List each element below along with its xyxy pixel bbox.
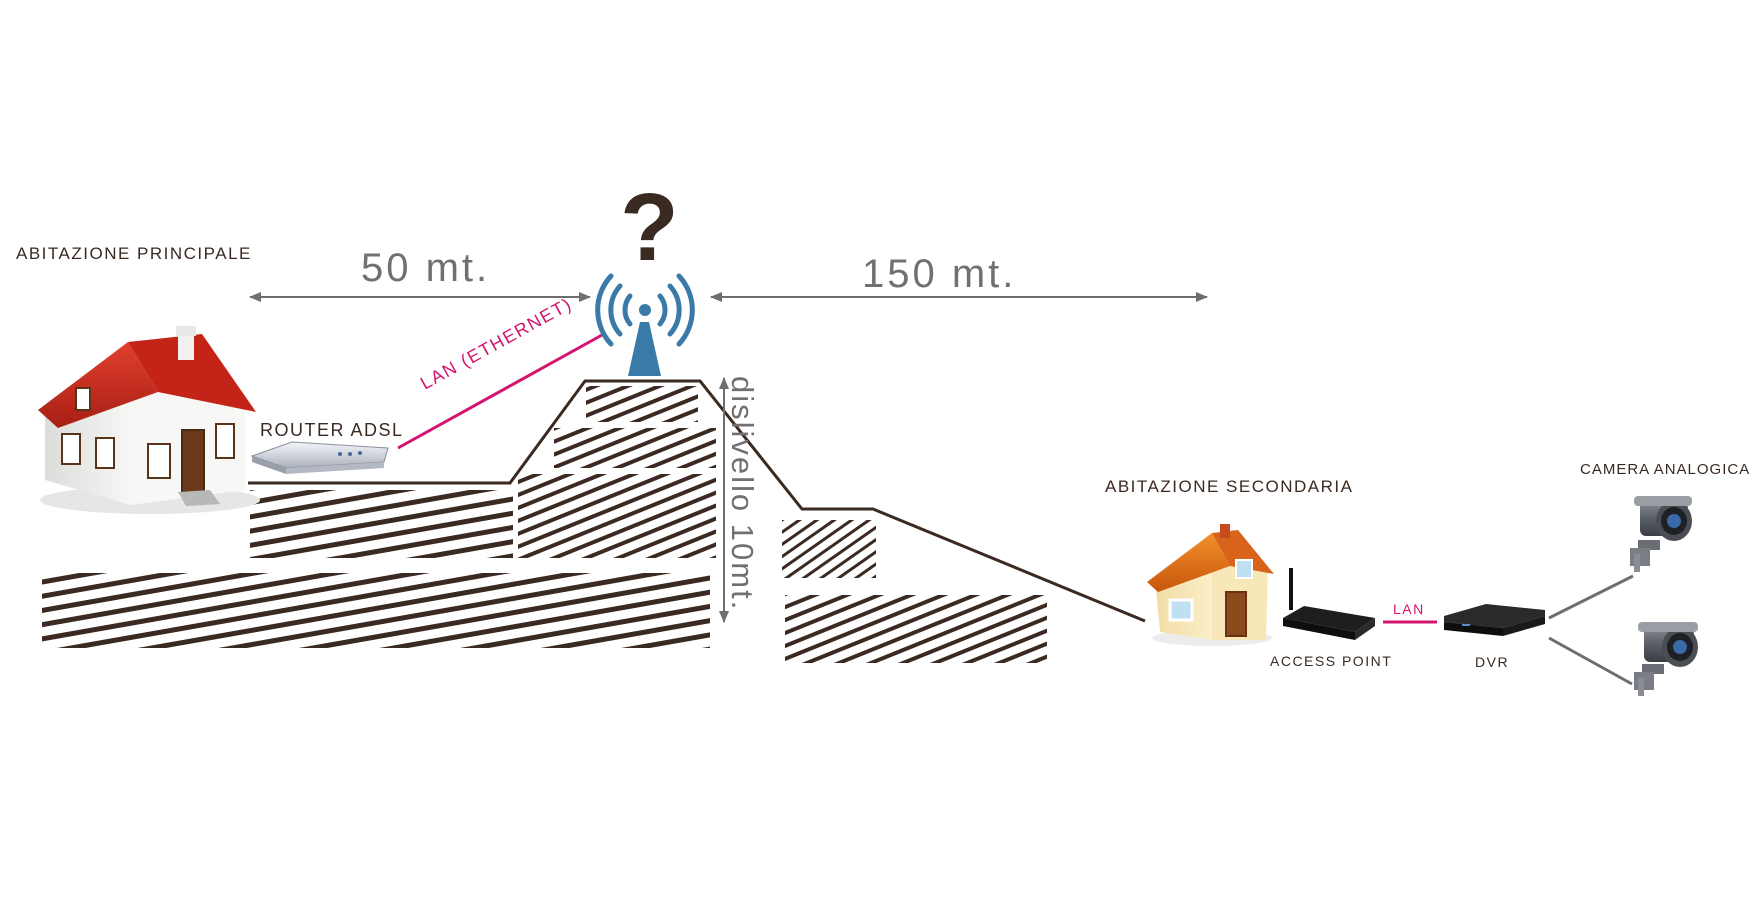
analog-camera-label: CAMERA ANALOGICA xyxy=(1580,461,1751,478)
dvr-label: DVR xyxy=(1475,654,1510,670)
router-label: ROUTER ADSL xyxy=(260,420,404,440)
main-house-label: ABITAZIONE PRINCIPALE xyxy=(16,244,252,263)
small-house-icon xyxy=(1147,524,1274,646)
camera-cable-bottom xyxy=(1548,636,1633,686)
router-icon xyxy=(250,441,389,474)
dvr-icon xyxy=(1444,604,1545,636)
wifi-antenna-icon xyxy=(595,273,695,376)
question-mark: ? xyxy=(620,174,679,281)
distance-left-label: 50 mt. xyxy=(361,246,491,290)
security-camera-icon xyxy=(1634,622,1698,696)
terrain xyxy=(42,386,1047,663)
access-point-label: ACCESS POINT xyxy=(1270,653,1393,669)
security-camera-icon xyxy=(1630,496,1692,572)
distance-right-label: 150 mt. xyxy=(862,252,1017,296)
height-difference-label: dislivello 10mt. xyxy=(725,376,760,612)
lan-label: LAN xyxy=(1393,601,1425,617)
lan-ethernet-link xyxy=(397,333,603,450)
camera-cable-top xyxy=(1548,574,1634,620)
access-point-icon xyxy=(1283,568,1375,640)
secondary-house-label: ABITAZIONE SECONDARIA xyxy=(1105,477,1354,496)
house-icon xyxy=(38,326,260,514)
terrain-profile xyxy=(248,379,1146,623)
